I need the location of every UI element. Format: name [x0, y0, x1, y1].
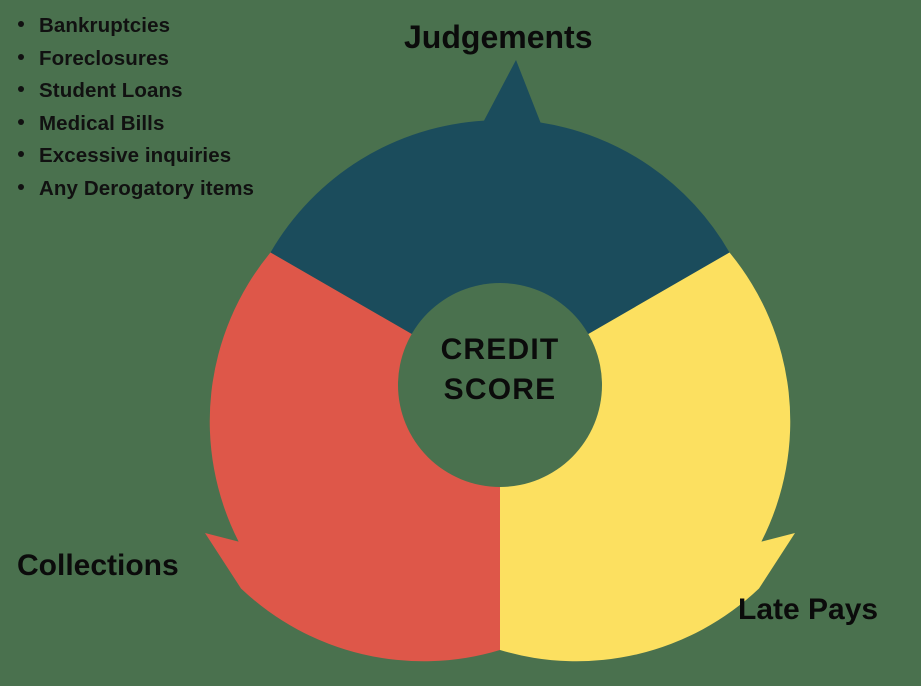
bullet-icon: [18, 21, 24, 27]
slice-label-late-pays: Late Pays: [738, 593, 879, 626]
bullet-icon: [18, 118, 24, 125]
slice-late-pays[interactable]: [500, 252, 795, 662]
slice-collections[interactable]: [205, 252, 500, 662]
list-item: Bankruptcies: [8, 10, 254, 43]
slice-label-judgements: Judgements: [404, 19, 593, 55]
list-item: Any Derogatory items: [8, 173, 254, 206]
list-item: Excessive inquiries: [8, 140, 254, 173]
list-item: Foreclosures: [8, 43, 254, 76]
slice-label-collections: Collections: [17, 549, 179, 582]
derogatory-items-list: Bankruptcies Foreclosures Student Loans …: [8, 10, 254, 205]
bullet-icon: [18, 183, 24, 190]
list-item-label: Medical Bills: [39, 111, 165, 135]
list-item: Medical Bills: [8, 108, 254, 141]
list-item-label: Any Derogatory items: [39, 176, 255, 200]
list-item-label: Foreclosures: [39, 46, 169, 70]
list-item-label: Excessive inquiries: [39, 144, 232, 167]
list-item-label: Bankruptcies: [39, 14, 171, 37]
bullet-icon: [18, 53, 24, 60]
slice-judgements[interactable]: [270, 60, 730, 385]
bullet-icon: [18, 86, 24, 92]
list-item: Student Loans: [8, 75, 254, 108]
bullet-icon: [18, 151, 24, 157]
list-item-label: Student Loans: [39, 79, 183, 102]
